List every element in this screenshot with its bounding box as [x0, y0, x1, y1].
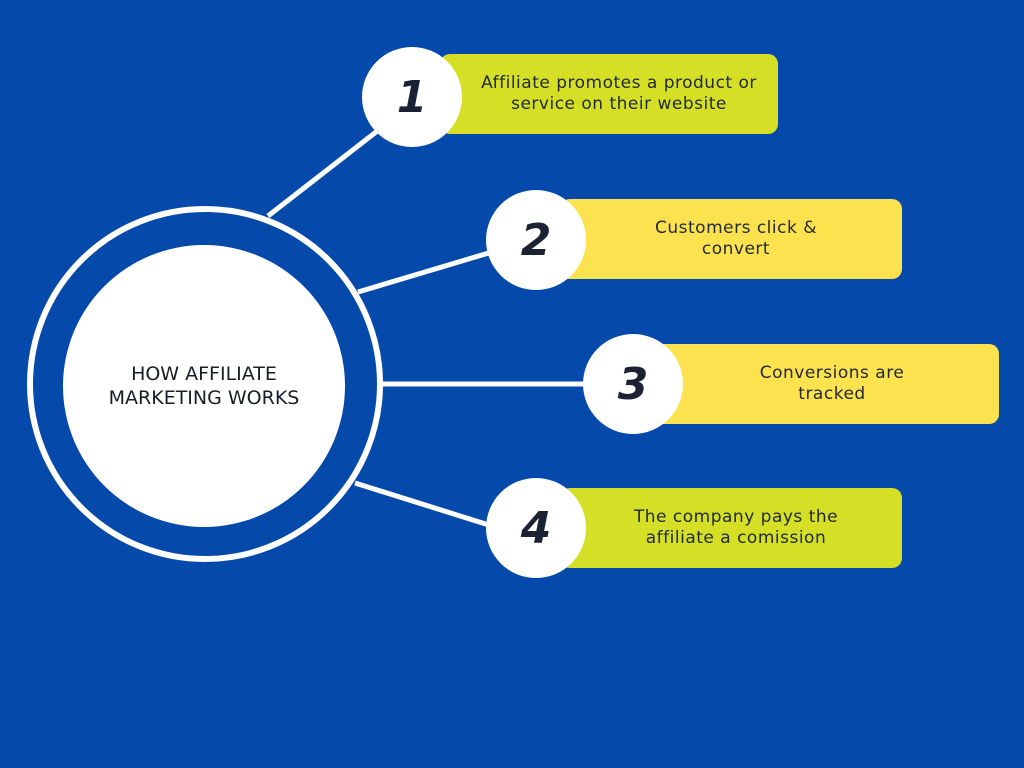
- connector-line-4: [354, 480, 493, 529]
- step-3-badge: 3: [583, 334, 683, 434]
- step-2-box: Customers click & convert: [560, 199, 902, 279]
- step-3-number: 3: [617, 358, 649, 410]
- step-2-badge: 2: [486, 190, 586, 290]
- step-2-number: 2: [520, 214, 552, 266]
- connector-line-1: [266, 123, 387, 218]
- outer-ring: [27, 206, 383, 562]
- step-4-badge: 4: [486, 478, 586, 578]
- step-3-box: Conversions are tracked: [655, 344, 999, 424]
- step-1-badge: 1: [362, 47, 462, 147]
- step-1-box: Affiliate promotes a product or service …: [440, 54, 778, 134]
- connector-line-2: [357, 249, 493, 295]
- center-circle: HOW AFFILIATE MARKETING WORKS: [63, 245, 345, 527]
- diagram-title: HOW AFFILIATE MARKETING WORKS: [108, 363, 300, 409]
- step-4-text: The company pays the affiliate a comissi…: [633, 507, 839, 548]
- step-1-number: 1: [396, 71, 428, 123]
- step-2-text: Customers click & convert: [655, 218, 817, 259]
- step-4-box: The company pays the affiliate a comissi…: [560, 488, 902, 568]
- step-3-text: Conversions are tracked: [759, 363, 905, 404]
- step-4-number: 4: [520, 502, 552, 554]
- step-1-text: Affiliate promotes a product or service …: [481, 73, 757, 114]
